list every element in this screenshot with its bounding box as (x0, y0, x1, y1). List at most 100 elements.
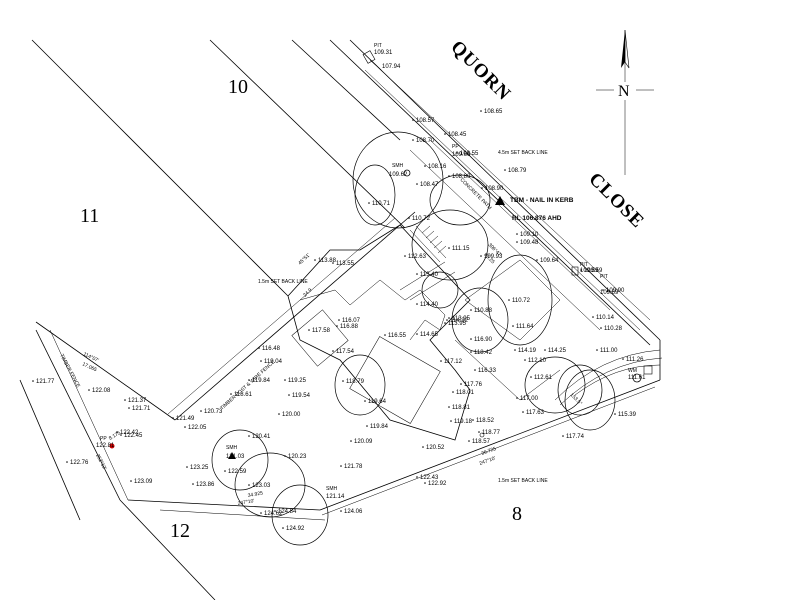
brg7: 247°10' (479, 455, 497, 466)
spot-level: 110.28 (604, 326, 623, 332)
spot-level: 108.45 (448, 132, 467, 138)
spot-level-dot (448, 247, 450, 249)
spot-level: 109.90 (606, 288, 625, 294)
lot-10-label: 10 (228, 76, 248, 98)
spot-level: 108.90 (485, 186, 504, 192)
spot-level: 117.63 (526, 410, 545, 416)
spot-level: 121.71 (132, 406, 151, 412)
spot-level: 108.80 (452, 174, 471, 180)
spot-level: 119.84 (252, 378, 271, 384)
spot-level-dot (260, 360, 262, 362)
brg9: 252°12' (94, 453, 107, 471)
spot-level-dot (336, 325, 338, 327)
spot-level: 124.62 (264, 511, 283, 517)
spot-level-dot (338, 319, 340, 321)
pp1-level: 109.66 (452, 152, 471, 158)
spot-level-dot (412, 119, 414, 121)
spot-level: 110.88 (474, 308, 493, 314)
spot-level: 115.39 (618, 412, 637, 418)
smh1-level: 109.62 (389, 172, 408, 178)
spot-level: 108.70 (416, 138, 435, 144)
spot-level: 121.37 (128, 398, 147, 404)
spot-level: 117.12 (444, 359, 463, 365)
timber-fence-label: TIMBER FENCE (58, 353, 81, 389)
spot-level-dot (470, 338, 472, 340)
spot-level: 116.88 (340, 324, 359, 330)
smh3-label: SMH (326, 486, 338, 492)
spot-level-dot (186, 466, 188, 468)
spot-level: 108.16 (428, 164, 447, 170)
pit-right-box-icon (571, 266, 579, 276)
spot-level-dot (448, 317, 450, 319)
pit-top-level: 109.31 (374, 50, 393, 56)
spot-level-dot (284, 379, 286, 381)
spot-level: 123.86 (196, 482, 215, 488)
spot-level-dot (512, 325, 514, 327)
spot-level-dot (470, 309, 472, 311)
street-close: CLOSE (584, 169, 648, 233)
setback3: 1.5m SET BACK LINE (498, 478, 548, 484)
spot-level-dot (350, 440, 352, 442)
spot-level-dot (444, 133, 446, 135)
spot-level: 110.71 (372, 201, 391, 207)
smh1-label: SMH (392, 163, 404, 169)
spot-level-dot (562, 435, 564, 437)
spot-level: 111.00 (600, 348, 618, 354)
tbm-label: TBM - NAIL IN KERB (510, 197, 574, 204)
spot-level-dot (248, 379, 250, 381)
spot-level: 116.55 (388, 333, 407, 339)
pp-circle-icon (109, 443, 115, 449)
spot-level-dot (224, 470, 226, 472)
spot-level-dot (478, 431, 480, 433)
spot-level: 109.64 (540, 258, 559, 264)
spot-level-dot (504, 169, 506, 171)
spot-level-dot (274, 510, 276, 512)
spot-level: 124.92 (286, 526, 305, 532)
wm-label: WM (628, 368, 637, 374)
spot-level: 124.06 (344, 509, 363, 515)
spot-level-dot (260, 512, 262, 514)
spot-level-dot (32, 380, 34, 382)
spot-level: 121.78 (344, 464, 363, 470)
spot-level: 109.93 (484, 254, 503, 260)
spot-level: 124.84 (278, 509, 297, 515)
spot-level-dot (416, 303, 418, 305)
spot-level-dot (544, 349, 546, 351)
spot-level-dot (416, 183, 418, 185)
spot-level-dot (340, 510, 342, 512)
spot-level: 108.65 (484, 109, 503, 115)
spot-level: 111.15 (452, 246, 470, 252)
tbm-triangle-icon (495, 196, 505, 205)
spot-level-dot (480, 255, 482, 257)
spot-level: 113.95 (452, 316, 471, 322)
wm-level: 111.61 (628, 375, 646, 381)
spot-level: 114.65 (420, 332, 439, 338)
spot-level-dot (474, 369, 476, 371)
spot-level: 118.77 (482, 430, 501, 436)
pit-box-icon (362, 50, 376, 64)
spot-level-dot (308, 329, 310, 331)
spot-level: 122.45 (124, 433, 143, 439)
spot-level-dot (522, 411, 524, 413)
spot-level-dot (524, 359, 526, 361)
spot-level: 108.57 (416, 118, 435, 124)
lot-boundaries (19, 39, 661, 600)
spot-level: 117.54 (336, 349, 355, 355)
spot-level: 118.61 (234, 392, 253, 398)
smh2-level: 121.03 (226, 454, 245, 460)
wm-box-icon (643, 365, 653, 375)
spot-level-dot (536, 259, 538, 261)
spot-level-dot (580, 269, 582, 271)
spot-level: 119.04 (264, 359, 283, 365)
road-kerb (364, 59, 663, 406)
spot-level: 113.55 (336, 261, 355, 267)
spot-level-dot (456, 152, 458, 154)
lot-12-label: 12 (170, 520, 190, 542)
spot-level-dot (404, 255, 406, 257)
spot-level: 114.40 (420, 302, 439, 308)
spot-level: 113.88 (318, 258, 337, 264)
spot-level-dot (130, 480, 132, 482)
spot-level: 119.54 (292, 393, 311, 399)
spot-level: 120.73 (204, 409, 223, 415)
dist7: 36.725 (481, 446, 498, 457)
